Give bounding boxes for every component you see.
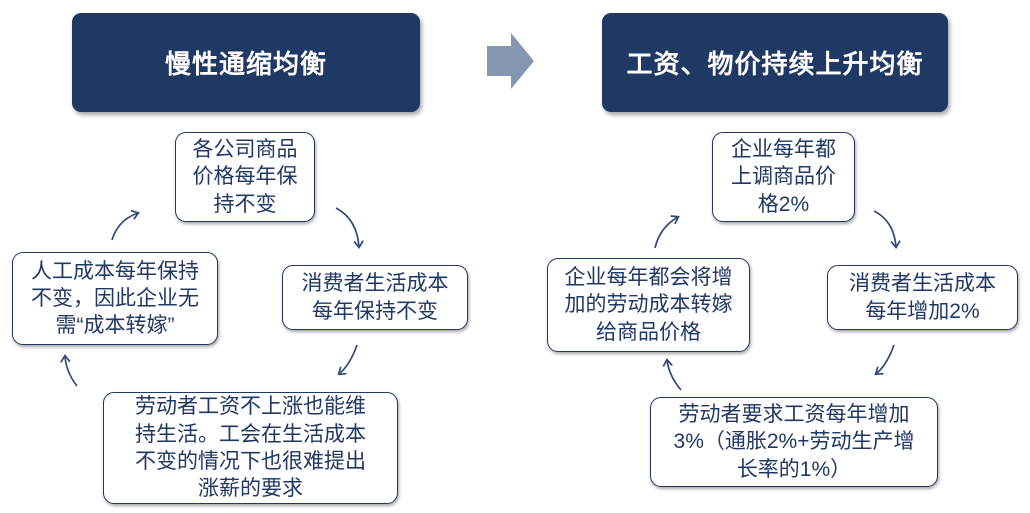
right-cycle-node-left: 企业每年都会将增 加的劳动成本转嫁 给商品价格 xyxy=(547,258,750,352)
right-cycle-node-bottom: 劳动者要求工资每年增加 3%（通胀2%+劳动生产增 长率的1%） xyxy=(650,397,938,487)
right-cycle-node-right: 消费者生活成本 每年增加2% xyxy=(827,265,1018,330)
right-cycle-arrow-top-to-right-icon xyxy=(873,210,901,249)
left-cycle-header: 慢性通缩均衡 xyxy=(72,13,420,112)
left-cycle-node-left: 人工成本每年保持 不变，因此企业无 需“成本转嫁” xyxy=(12,252,218,345)
left-cycle-arrow-left-to-top-icon xyxy=(111,209,140,241)
right-cycle-arrow-right-to-bottom-icon xyxy=(874,344,895,376)
transition-arrow-icon xyxy=(487,33,534,89)
left-cycle-arrow-top-to-right-icon xyxy=(335,207,364,249)
left-cycle-node-bottom: 劳动者工资不上涨也能维 持生活。工会在生活成本 不变的情况下也很难提出 涨薪的要… xyxy=(103,392,398,504)
right-cycle-arrow-left-to-top-icon xyxy=(654,215,680,249)
right-cycle-arrow-bottom-to-left-icon xyxy=(662,358,682,391)
right-cycle-node-top: 企业每年都 上调商品价 格2% xyxy=(712,132,855,222)
right-cycle-header: 工资、物价持续上升均衡 xyxy=(602,13,948,112)
left-cycle-node-top: 各公司商品 价格每年保 持不变 xyxy=(175,132,315,222)
left-cycle-arrow-right-to-bottom-icon xyxy=(337,344,358,376)
left-cycle-arrow-bottom-to-left-icon xyxy=(60,354,78,387)
left-cycle-node-right: 消费者生活成本 每年保持不变 xyxy=(282,265,468,330)
